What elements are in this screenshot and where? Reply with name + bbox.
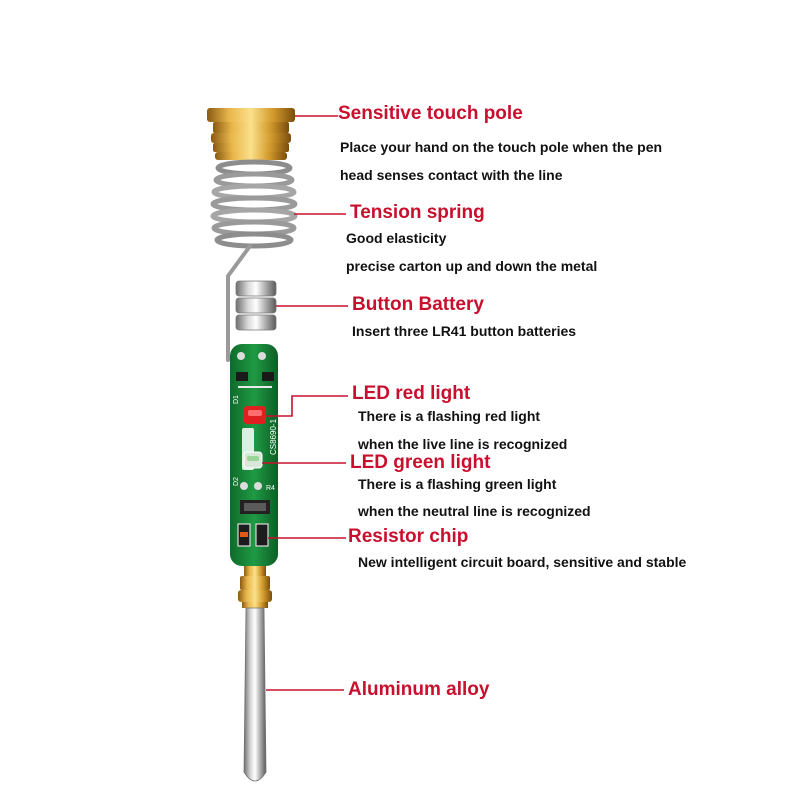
label-desc-green-led-1: There is a flashing green light <box>358 476 557 492</box>
label-title-spring: Tension spring <box>350 202 485 223</box>
label-desc-spring-1: Good elasticity <box>346 230 447 246</box>
label-desc-resistor-1: New intelligent circuit board, sensitive… <box>358 554 687 570</box>
pcb-label-d1: D1 <box>233 395 240 404</box>
label-desc-red-led-1: There is a flashing red light <box>358 408 541 424</box>
label-title-battery: Button Battery <box>352 294 484 315</box>
red-led-icon <box>244 406 266 424</box>
brass-touch-pole-icon <box>207 108 295 160</box>
label-desc-touch-pole-2: head senses contact with the line <box>340 167 563 183</box>
pcb-label-model: CS8690-1 <box>269 418 278 455</box>
resistor-chip-icon <box>237 523 269 547</box>
label-title-shaft: Aluminum alloy <box>348 679 490 700</box>
green-led-icon <box>243 451 263 469</box>
pcb-label-d2: D2 <box>233 477 240 486</box>
label-title-green-led: LED green light <box>350 452 491 473</box>
label-title-resistor: Resistor chip <box>348 526 469 547</box>
pcb-label-r4: R4 <box>266 485 275 492</box>
label-desc-green-led-2: when the neutral line is recognized <box>358 503 591 519</box>
spring-icon <box>210 159 298 362</box>
screwdriver-shaft-icon <box>238 566 272 782</box>
leader-lines <box>262 115 348 691</box>
label-desc-touch-pole-1: Place your hand on the touch pole when t… <box>340 139 663 155</box>
label-desc-battery-1: Insert three LR41 button batteries <box>352 323 577 339</box>
label-desc-spring-2: precise carton up and down the metal <box>346 258 598 274</box>
label-title-red-led: LED red light <box>352 383 471 404</box>
button-battery-icon <box>235 280 277 331</box>
label-desc-red-led-2: when the live line is recognized <box>358 436 568 452</box>
label-title-touch-pole: Sensitive touch pole <box>338 103 523 124</box>
